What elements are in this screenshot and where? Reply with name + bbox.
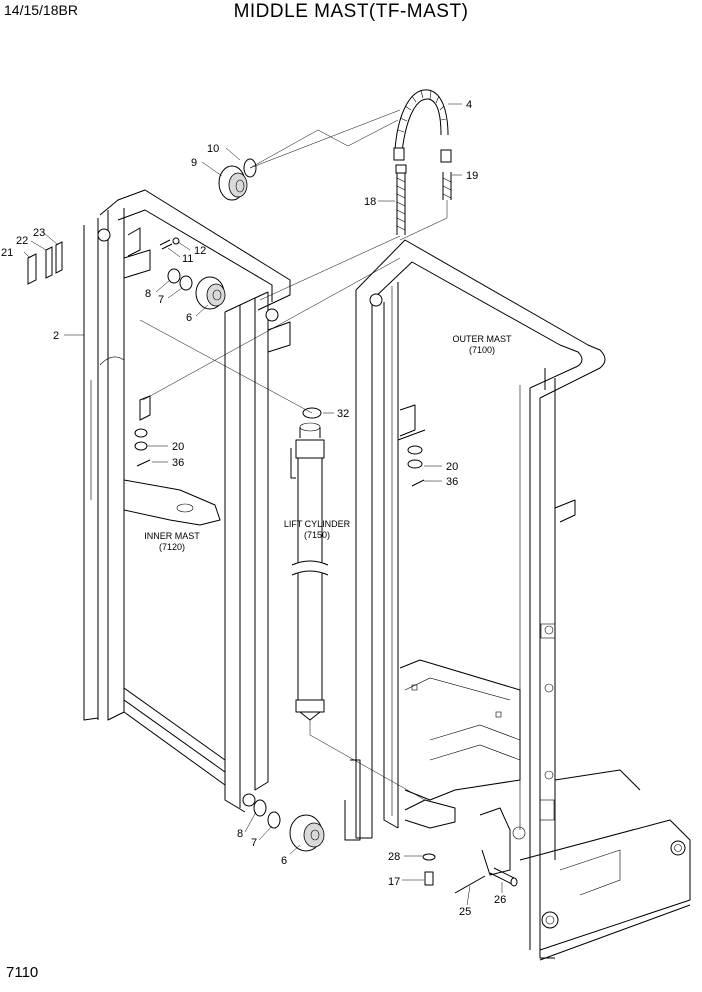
callout-20-left: 20 xyxy=(172,441,184,453)
inner-mast-top-roller-icon xyxy=(97,228,111,242)
snap-ring-7-bottom-icon xyxy=(267,811,281,829)
callout-18: 18 xyxy=(364,196,376,208)
callout-12: 12 xyxy=(194,245,206,257)
callout-6-top: 6 xyxy=(186,312,192,324)
callout-26: 26 xyxy=(494,894,506,906)
callout-22: 22 xyxy=(16,235,28,247)
callout-28: 28 xyxy=(388,851,400,863)
inner-mast-code: (7120) xyxy=(159,542,185,552)
page-number: 7110 xyxy=(6,964,39,981)
callout-8-bottom: 8 xyxy=(237,828,243,840)
nut-20-right-b-icon xyxy=(407,459,423,469)
snap-ring-7-top-icon xyxy=(179,275,193,291)
split-pin-36-right-icon xyxy=(411,479,425,487)
callout-11: 11 xyxy=(182,253,193,265)
nut-20-right-a-icon xyxy=(407,445,423,455)
lift-cylinder-label: LIFT CYLINDER xyxy=(284,519,351,529)
bolt-17-icon xyxy=(424,871,434,886)
split-pin-25-icon xyxy=(454,875,486,894)
washer-28-icon xyxy=(422,853,436,861)
nut-20-left-a-icon xyxy=(134,428,148,438)
pin-11-icon xyxy=(159,239,173,250)
lift-cylinder-code: (7150) xyxy=(304,530,330,540)
callout-7-bottom: 7 xyxy=(251,837,257,849)
plate-23-icon xyxy=(55,241,63,274)
plate-22-icon xyxy=(45,246,53,279)
leader-lines xyxy=(23,103,503,906)
shim-8-bottom-icon xyxy=(253,799,267,817)
split-pin-36-left-icon xyxy=(136,459,151,467)
callout-21: 21 xyxy=(1,247,13,259)
callout-6-bottom: 6 xyxy=(281,855,287,867)
outer-mast-code: (7100) xyxy=(469,345,495,355)
roller-6-bottom xyxy=(289,814,325,852)
roller-6-top xyxy=(195,276,226,310)
inner-mast xyxy=(83,189,291,813)
callout-19: 19 xyxy=(466,170,478,182)
callout-7-top: 7 xyxy=(158,294,164,306)
callout-4: 4 xyxy=(466,99,472,111)
page-title: MIDDLE MAST(TF-MAST) xyxy=(233,1,469,22)
callout-2: 2 xyxy=(53,330,59,342)
model-number: 14/15/18BR xyxy=(4,2,78,18)
roller-top-9 xyxy=(218,165,248,201)
shim-8-top-icon xyxy=(167,268,181,284)
callout-36-right: 36 xyxy=(446,476,458,488)
plate-21-icon xyxy=(27,253,37,285)
nut-12-icon xyxy=(172,237,180,245)
callout-20-right: 20 xyxy=(446,461,458,473)
lift-chain xyxy=(393,89,452,163)
nut-20-left-b-icon xyxy=(134,441,148,451)
lift-cylinder xyxy=(290,422,329,721)
inner-mast-label: INNER MAST xyxy=(144,531,200,541)
callout-10: 10 xyxy=(207,143,219,155)
callout-8-top: 8 xyxy=(145,288,151,300)
callout-9: 9 xyxy=(191,157,197,169)
outer-mast-label: OUTER MAST xyxy=(452,334,512,344)
outer-mast-top-roller-icon xyxy=(369,293,383,307)
outer-mast xyxy=(344,239,691,961)
pin-26 xyxy=(489,867,518,887)
anchor-bolt-19 xyxy=(399,172,452,241)
callout-25: 25 xyxy=(459,906,471,918)
callout-17: 17 xyxy=(388,876,400,888)
callout-23: 23 xyxy=(33,227,45,239)
callout-36-left: 36 xyxy=(172,457,184,469)
callout-32: 32 xyxy=(337,408,349,420)
anchor-bolt-18 xyxy=(395,164,407,235)
